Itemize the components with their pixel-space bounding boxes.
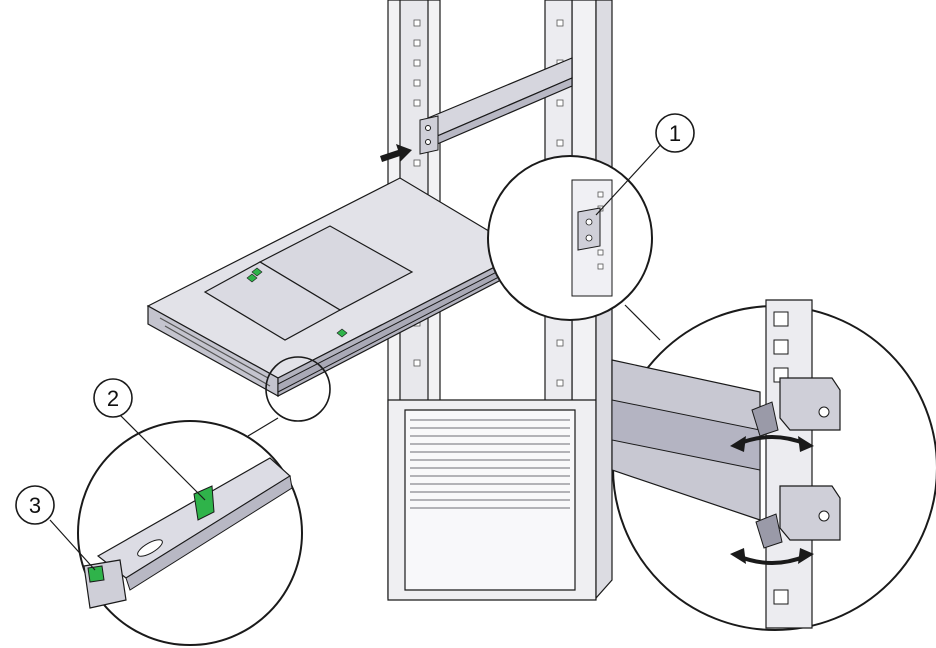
zoom-marker-server <box>265 356 331 422</box>
callout-2-label: 2 <box>107 386 119 411</box>
green-lock-tab <box>87 565 105 583</box>
callout-1: 1 <box>655 113 695 153</box>
rack-vent-slats <box>410 419 570 509</box>
callout-3-label: 3 <box>29 493 41 518</box>
callout-2: 2 <box>93 378 133 418</box>
rack-front-bracket <box>419 115 439 155</box>
insert-arrow-chassis <box>380 144 412 162</box>
detail-circle-slide-rail <box>77 420 303 646</box>
callout-3: 3 <box>15 485 55 525</box>
leader-lines <box>49 139 666 571</box>
callout-1-label: 1 <box>669 121 681 146</box>
rack-cabinet <box>387 0 613 601</box>
chassis-green-markers <box>246 267 348 338</box>
detail-circle-latch <box>611 299 936 631</box>
detail-circle-bracket <box>487 155 653 321</box>
